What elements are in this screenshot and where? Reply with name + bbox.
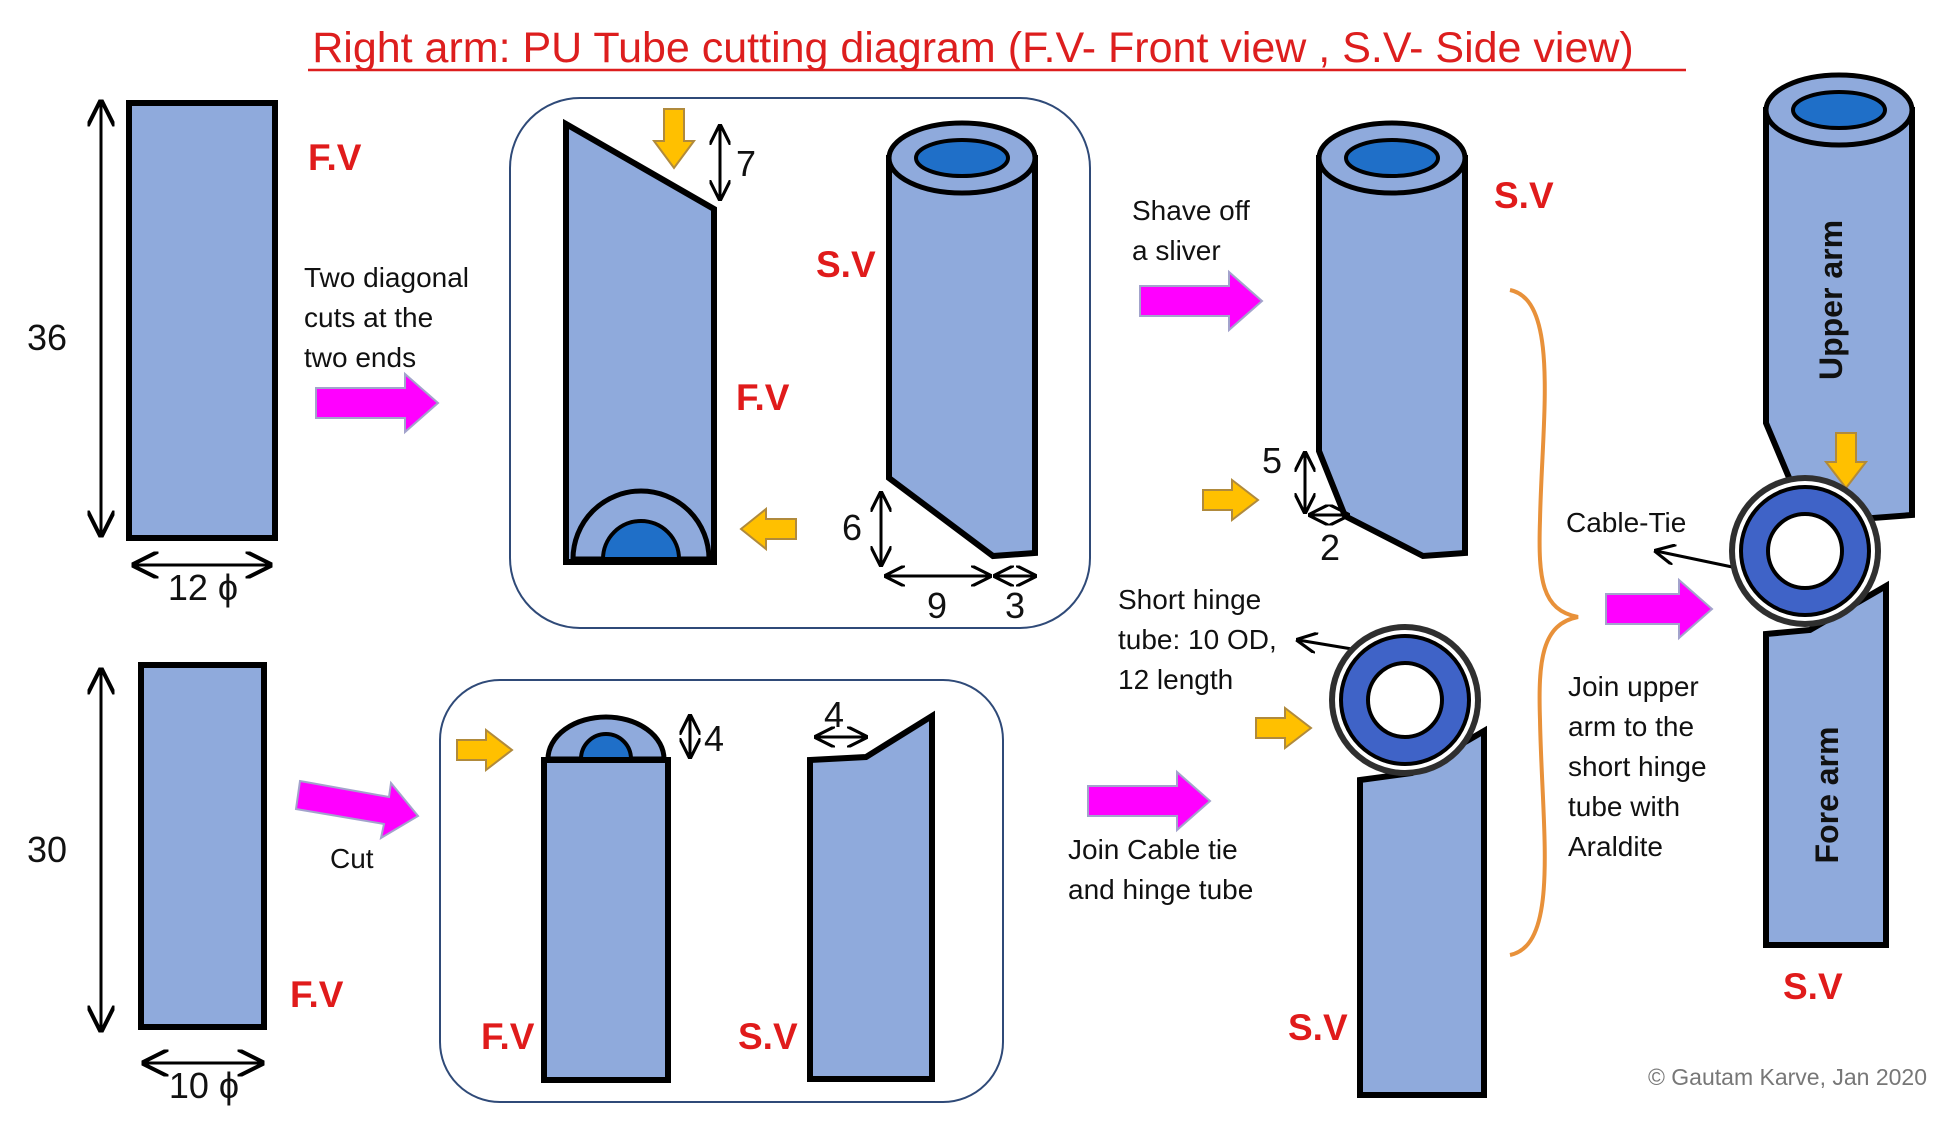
final-sv-label: S.V	[1783, 966, 1843, 1007]
fore-raw-tube-group: 30 10 ϕ F.V	[27, 662, 344, 1106]
join-upper-note-line1: Join upper	[1568, 671, 1699, 702]
orange-arrow-hinge	[1255, 705, 1313, 751]
short-hinge-note-line2: tube: 10 OD,	[1118, 624, 1277, 655]
orange-arrow-hinge-cut	[739, 506, 797, 552]
short-hinge-note-line1: Short hinge	[1118, 584, 1261, 615]
fore-cut-fv-group: 4 F.V	[456, 716, 724, 1083]
shave-height-label: 5	[1262, 440, 1282, 481]
process-arrow-3	[294, 779, 420, 841]
cable-tie-pointer	[1656, 551, 1738, 570]
fore-hinge-tube	[1357, 725, 1487, 1098]
panel-fore-cuts	[439, 679, 1004, 1103]
cut-depth-label: 7	[736, 143, 756, 184]
final-assembly: Upper arm Fore arm S.V	[1729, 72, 1915, 1007]
process-arrow-1	[315, 371, 440, 435]
fore-cut-sv-tube	[807, 710, 935, 1082]
fore-hinge-sv-label: S.V	[1288, 1007, 1348, 1048]
fore-raw-tube	[138, 662, 267, 1030]
upper-cut-fv-group: F.V 7	[563, 108, 797, 565]
final-upper-arm-label: Upper arm	[1813, 220, 1849, 380]
two-diagonal-note-line2: cuts at the	[304, 302, 433, 333]
final-upper-arm-bore	[1791, 90, 1887, 130]
process-arrow-2	[1139, 269, 1264, 333]
join-upper-note-line2: arm to the	[1568, 711, 1694, 742]
upper-dia-label: 12 ϕ	[168, 567, 238, 608]
join-upper-note-line3: short hinge	[1568, 751, 1707, 782]
hinge-tube-hole-2	[1766, 512, 1844, 590]
upper-cut-fv-hinge-bore	[600, 519, 682, 561]
shave-width-label: 2	[1320, 527, 1340, 568]
fore-cut-fv-label: F.V	[481, 1016, 535, 1057]
upper-cut-sv-label: S.V	[816, 244, 876, 285]
upper-cut-fv-tube	[563, 118, 717, 565]
join-upper-note-line4: tube with	[1568, 791, 1680, 822]
upper-cut-sv-tube	[886, 155, 1038, 560]
fore-cut-label: 4	[824, 694, 844, 735]
two-diagonal-note-line3: two ends	[304, 342, 416, 373]
process-arrow-4	[1087, 769, 1212, 833]
shaved-tube-group: S.V 5 2	[1202, 120, 1554, 568]
fore-cut-sv-group: 4 S.V	[738, 694, 935, 1082]
orange-arrow-final	[1823, 432, 1869, 490]
fore-cut-fv-bore	[578, 732, 634, 761]
panel-upper-cuts	[509, 97, 1091, 629]
hinge-tube-hole-1	[1366, 661, 1444, 739]
cut-note: Cut	[330, 843, 374, 874]
upper-raw-fv-label: F.V	[308, 137, 362, 178]
shave-note-line1: Shave off	[1132, 195, 1250, 226]
upper-cut-fv-label: F.V	[736, 377, 790, 418]
shaved-tube-bore	[1344, 138, 1440, 178]
fore-cap-label: 4	[704, 718, 724, 759]
join-upper-note-line5: Araldite	[1568, 831, 1663, 862]
short-hinge-note-line3: 12 length	[1118, 664, 1233, 695]
grouping-bracket	[1509, 288, 1579, 957]
orange-arrow-fore-cap	[456, 727, 514, 773]
copyright-text: © Gautam Karve, Jan 2020	[1648, 1064, 1927, 1090]
orange-arrow-shave	[1202, 477, 1260, 523]
join-cable-note-line2: and hinge tube	[1068, 874, 1253, 905]
upper-raw-tube	[126, 100, 278, 541]
two-diagonal-note-line1: Two diagonal	[304, 262, 469, 293]
fore-cut-sv-label: S.V	[738, 1016, 798, 1057]
cut-width-9-label: 9	[927, 585, 947, 626]
shaved-tube	[1316, 155, 1468, 560]
join-cable-note-line1: Join Cable tie	[1068, 834, 1238, 865]
fore-cut-fv-tube	[541, 757, 671, 1083]
fore-length-label: 30	[27, 829, 67, 870]
upper-cut-sv-group: S.V 6 9 3	[816, 120, 1038, 626]
upper-length-label: 36	[27, 317, 67, 358]
upper-raw-tube-group: 36 12 ϕ F.V	[27, 102, 362, 608]
final-fore-arm-label: Fore arm	[1809, 727, 1845, 864]
final-fore-arm-tube	[1763, 580, 1889, 948]
orange-arrow-top-cut	[652, 108, 696, 170]
cable-tie-label: Cable-Tie	[1566, 507, 1686, 538]
upper-cut-sv-bore	[914, 138, 1010, 178]
fore-dia-label: 10 ϕ	[169, 1065, 239, 1106]
fore-hinge-assembly: S.V	[1255, 624, 1487, 1098]
cut-height-label: 6	[842, 507, 862, 548]
shave-note-line2: a sliver	[1132, 235, 1221, 266]
diagram-title: Right arm: PU Tube cutting diagram (F.V-…	[312, 24, 1634, 72]
process-arrow-5	[1605, 577, 1714, 641]
cut-width-3-label: 3	[1005, 585, 1025, 626]
shaved-sv-label: S.V	[1494, 175, 1554, 216]
fore-raw-fv-label: F.V	[290, 974, 344, 1015]
